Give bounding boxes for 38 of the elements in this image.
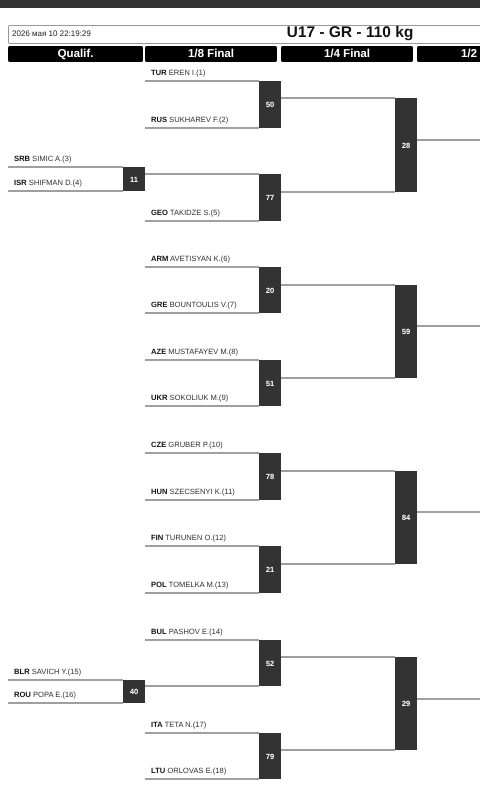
bracket-line (145, 266, 259, 268)
bracket-line (8, 190, 123, 192)
round-header: 1/8 Final (145, 46, 277, 62)
bracket-line (145, 80, 259, 82)
bracket-line (145, 127, 259, 129)
bracket-line (281, 97, 395, 99)
bracket-line (145, 545, 259, 547)
bracket-line (281, 377, 395, 379)
bracket-line (417, 325, 480, 327)
bracket-line (145, 499, 259, 501)
bracket-line (8, 702, 123, 704)
bracket-line (145, 778, 259, 780)
bracket-line (8, 679, 123, 681)
bracket-line (145, 452, 259, 454)
bracket-line (145, 173, 259, 175)
bracket-line (145, 685, 259, 687)
bracket-line (145, 732, 259, 734)
date-text: 2026 мая 10 22:19:29 (12, 29, 91, 38)
bracket-line (145, 359, 259, 361)
title: U17 - GR - 110 kg (286, 24, 414, 42)
bracket-line (145, 220, 259, 222)
bracket-line (281, 656, 395, 658)
round-header: 1/4 Final (281, 46, 413, 62)
bracket-line (281, 191, 395, 193)
bracket-line (145, 312, 259, 314)
bracket-line (281, 470, 395, 472)
bracket-line (281, 563, 395, 565)
bracket-line (145, 639, 259, 641)
bracket-line (281, 284, 395, 286)
bracket-line (145, 405, 259, 407)
round-header: Qualif. (8, 46, 143, 62)
bracket-line (417, 511, 480, 513)
bracket-line (8, 166, 123, 168)
bracket-line (417, 139, 480, 141)
bracket-line (417, 698, 480, 700)
bracket-line (145, 592, 259, 594)
bracket-line (281, 749, 395, 751)
round-header: 1/2 (417, 46, 480, 62)
